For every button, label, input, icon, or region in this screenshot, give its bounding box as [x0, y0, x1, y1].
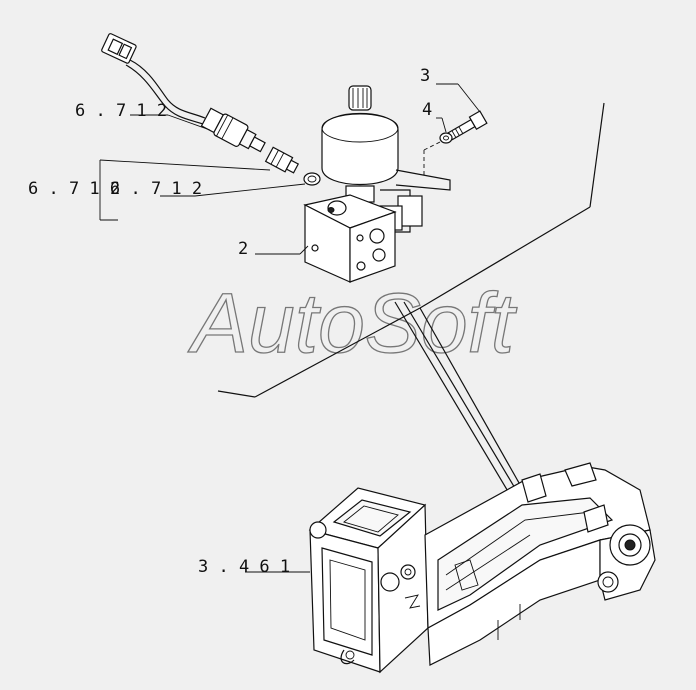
pressure-switch-assembly	[101, 33, 321, 186]
reference-lines	[217, 102, 605, 546]
callout-3: 3	[420, 66, 430, 86]
callout-leaders	[99, 83, 481, 573]
callout-6-712-top: 6 . 7 1 2	[75, 101, 167, 121]
callout-6-716: 6 . 7 1 6	[28, 179, 120, 199]
bolt-and-washer	[423, 110, 488, 178]
callout-2-712: 2 . 7 1 2	[110, 179, 202, 199]
callout-2: 2	[238, 239, 248, 259]
callout-3-461: 3 . 4 6 1	[198, 557, 290, 577]
watermark-text: AutoSoft	[187, 276, 518, 370]
chassis-frame	[308, 462, 656, 674]
callout-4: 4	[422, 100, 432, 120]
accumulator-valve-block	[303, 85, 451, 283]
